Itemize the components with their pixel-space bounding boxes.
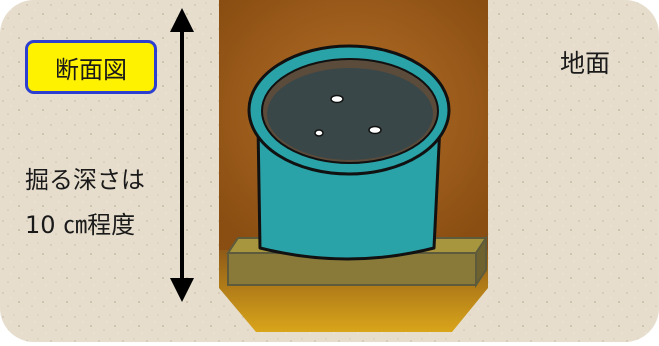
- bubble: [331, 96, 343, 103]
- depth-label-line1: 掘る深さは: [25, 160, 145, 195]
- ground-label: 地面: [560, 44, 610, 80]
- water-surface: [267, 68, 433, 160]
- depth-label-line2: 10 ㎝程度: [25, 205, 135, 240]
- bubble: [369, 127, 381, 134]
- section-view-badge: 断面図: [25, 40, 157, 94]
- bubble: [315, 130, 323, 136]
